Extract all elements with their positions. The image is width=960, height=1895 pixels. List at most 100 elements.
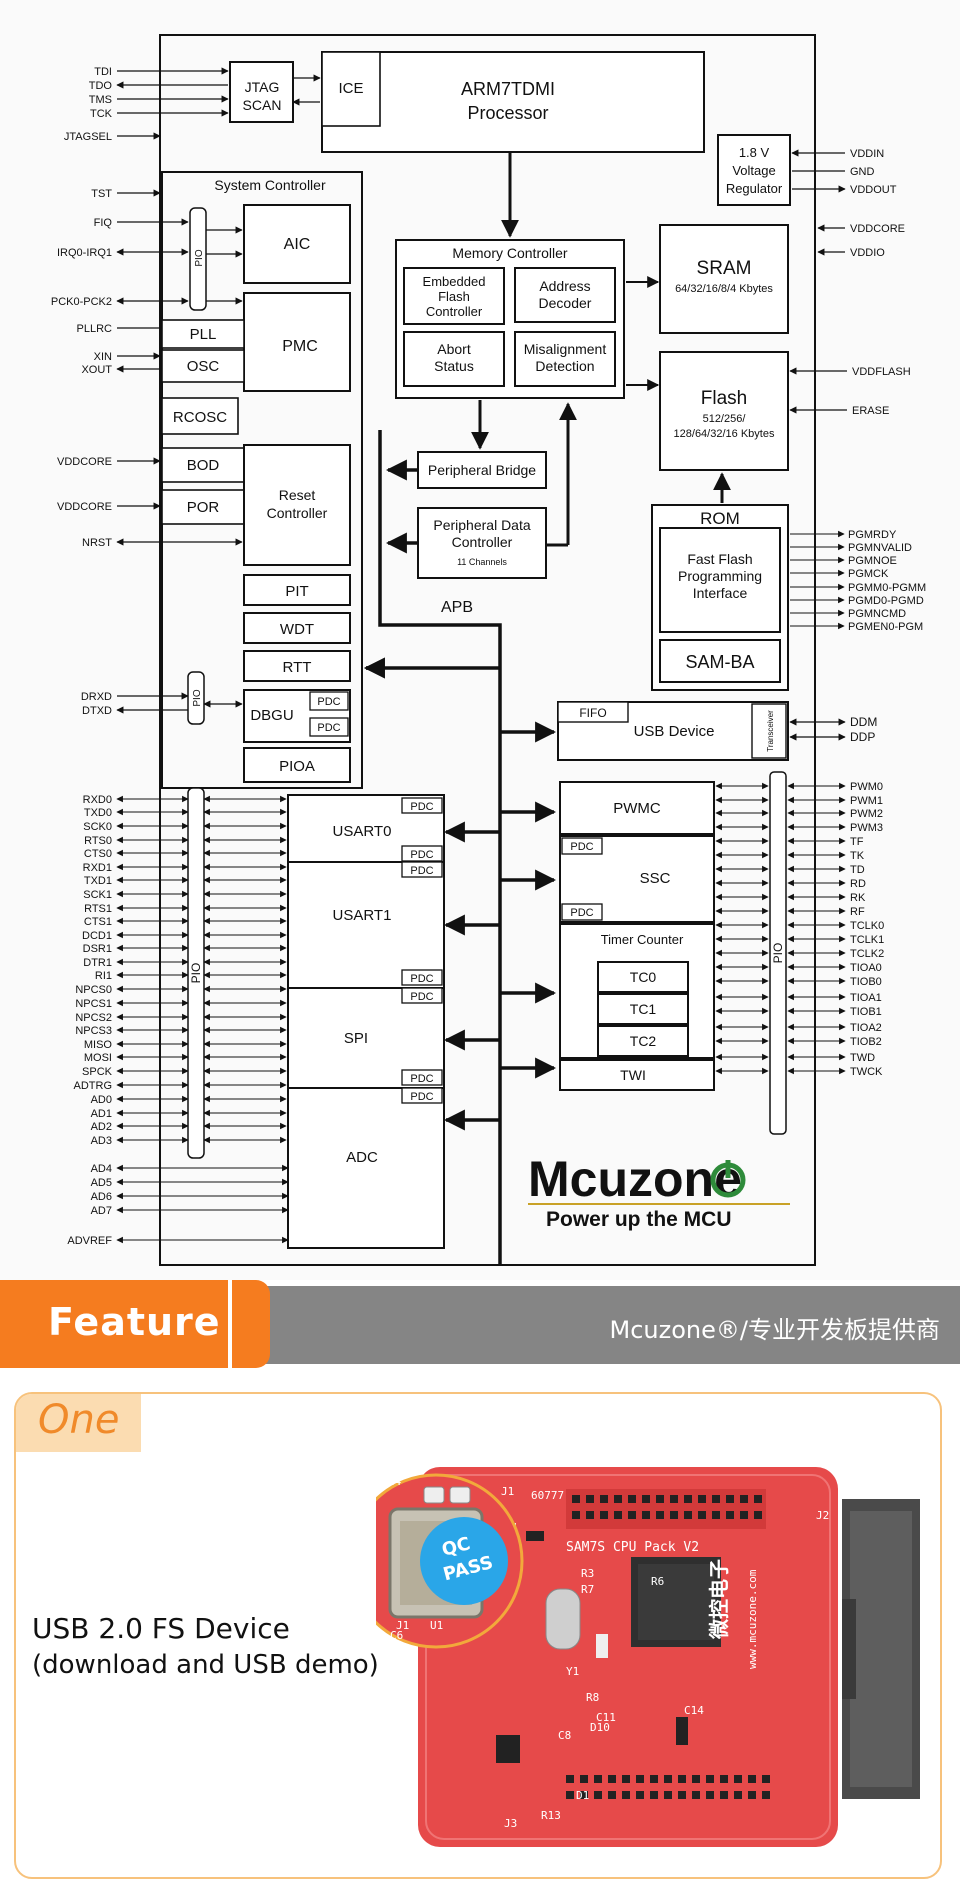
pin-pgmnvalid: PGMNVALID [848,542,912,554]
pin-vddio: VDDIO [850,247,885,259]
pin-twck: TWCK [850,1066,883,1078]
sram-size: 64/32/16/8/4 Kbytes [675,283,773,295]
twi-label: TWI [620,1067,646,1083]
sam7s-board-photo: ResetJ160777J2SAM7S CPU Pack V2R5R4R3R7R… [376,1467,920,1847]
bod-label: BOD [187,457,220,474]
pin-miso: MISO [84,1039,113,1051]
usart1-label: USART1 [333,907,392,924]
pin-npcs1: NPCS1 [75,998,112,1010]
pdc-label: PDC [570,907,593,919]
board-label: J3 [504,1817,517,1830]
pin-tclk2: TCLK2 [850,948,884,960]
adc-label: ADC [346,1149,378,1166]
pin-advref: ADVREF [67,1235,112,1247]
pdc-label: PDC [410,1073,433,1085]
pin-pwm0: PWM0 [850,781,883,793]
address-decoder-1: Address [539,278,590,294]
board-label: R13 [541,1809,561,1822]
regulator-line-3: Regulator [726,181,783,196]
pin-pllrc: PLLRC [77,323,113,335]
banner-grey-bar [230,1286,960,1364]
flash-ctrl-1: Embedded [423,274,486,289]
pin-twd: TWD [850,1052,875,1064]
feature-banner: Feature Mcuzone®/专业开发板提供商 [0,1280,960,1368]
pin-jtagsel: JTAGSEL [64,131,112,143]
pin-adtrg: ADTRG [74,1080,113,1092]
pin-ad2: AD2 [91,1121,112,1133]
twi [559,1059,715,1091]
pdc-label: PDC [317,696,340,708]
osc-label: OSC [187,358,220,375]
pin-fiq: FIQ [94,217,113,229]
pdc-line-3: 11 Channels [457,557,507,567]
pwmc-label: PWMC [613,800,661,817]
pin-tst: TST [91,188,112,200]
spi-label: SPI [344,1030,368,1047]
pin-ad3: AD3 [91,1135,112,1147]
pin-mosi: MOSI [84,1052,112,1064]
aic-label: AIC [284,236,311,253]
feature-card: One USB 2.0 FS Device (download and USB … [14,1392,942,1879]
arm-subtitle: Processor [467,103,548,123]
board-label: 微控电子 [707,1559,731,1640]
board-label: C5 [382,1651,395,1664]
flash-title: Flash [701,388,747,409]
pin-pck: PCK0-PCK2 [51,296,112,308]
apb-label: APB [441,599,473,616]
pmc-label: PMC [282,338,318,355]
board-label: C8 [558,1729,571,1742]
peripheral-bridge [417,451,547,489]
board-label: C4 [388,1475,402,1488]
dbgu-label: DBGU [250,707,293,724]
pin-tiob0: TIOB0 [850,976,882,988]
pdc-line-1: Peripheral Data [433,517,530,533]
pin-pgmck: PGMCK [848,568,889,580]
flash-ctrl-3: Controller [426,304,483,319]
pdc-label: PDC [410,973,433,985]
pin-vddcore-por: VDDCORE [57,501,112,513]
jtag-scan-label-2: SCAN [243,97,282,113]
sram-title: SRAM [697,258,752,279]
pin-tclk1: TCLK1 [850,934,884,946]
pin-spck: SPCK [82,1066,113,1078]
pin-xout: XOUT [81,364,112,376]
pin-tf: TF [850,836,864,848]
banner-tagline: Mcuzone®/专业开发板提供商 [609,1316,940,1344]
peripheral-bridge-label: Peripheral Bridge [428,462,536,478]
system-controller-title: System Controller [214,177,326,193]
pin-vddout: VDDOUT [850,184,897,196]
ffpi-1: Fast Flash [687,551,752,567]
arm-title: ARM7TDMI [461,79,555,99]
pin-txd1: TXD1 [84,875,112,887]
memory-controller-title: Memory Controller [452,245,567,261]
pin-ad0: AD0 [91,1094,112,1106]
regulator-line-2: Voltage [732,163,775,178]
pin-sck1: SCK1 [83,889,112,901]
tc1-label: TC1 [630,1001,657,1017]
transceiver-label: Transceiver [766,710,775,752]
flash-ctrl-2: Flash [438,289,470,304]
pin-tdo: TDO [89,80,113,92]
por-label: POR [187,499,220,516]
timer-counter-label: Timer Counter [601,932,684,947]
pdc-label: PDC [317,722,340,734]
pin-rd: RD [850,878,866,890]
pin-vddflash: VDDFLASH [852,366,911,378]
board-label: R7 [581,1583,594,1596]
pio-label-dbgu: PIO [192,689,203,706]
logo-slogan: Power up the MCU [546,1208,732,1231]
block-diagram: TDI TDO TMS TCK JTAGSEL JTAG SCAN ICE AR… [50,34,927,1266]
pit-label: PIT [285,583,308,600]
pin-tk: TK [850,850,865,862]
pin-pgmncmd: PGMNCMD [848,608,906,620]
pin-dcd1: DCD1 [82,930,112,942]
logo-wordmark: Mcuzone [528,1151,742,1207]
chip-outline [159,34,816,1266]
wdt-label: WDT [280,621,314,638]
feature-description-line-2: (download and USB demo) [32,1650,379,1680]
board-label: 60777 [531,1489,564,1502]
pdc-label: PDC [570,841,593,853]
pin-vddin: VDDIN [850,148,884,160]
sram [659,224,789,334]
